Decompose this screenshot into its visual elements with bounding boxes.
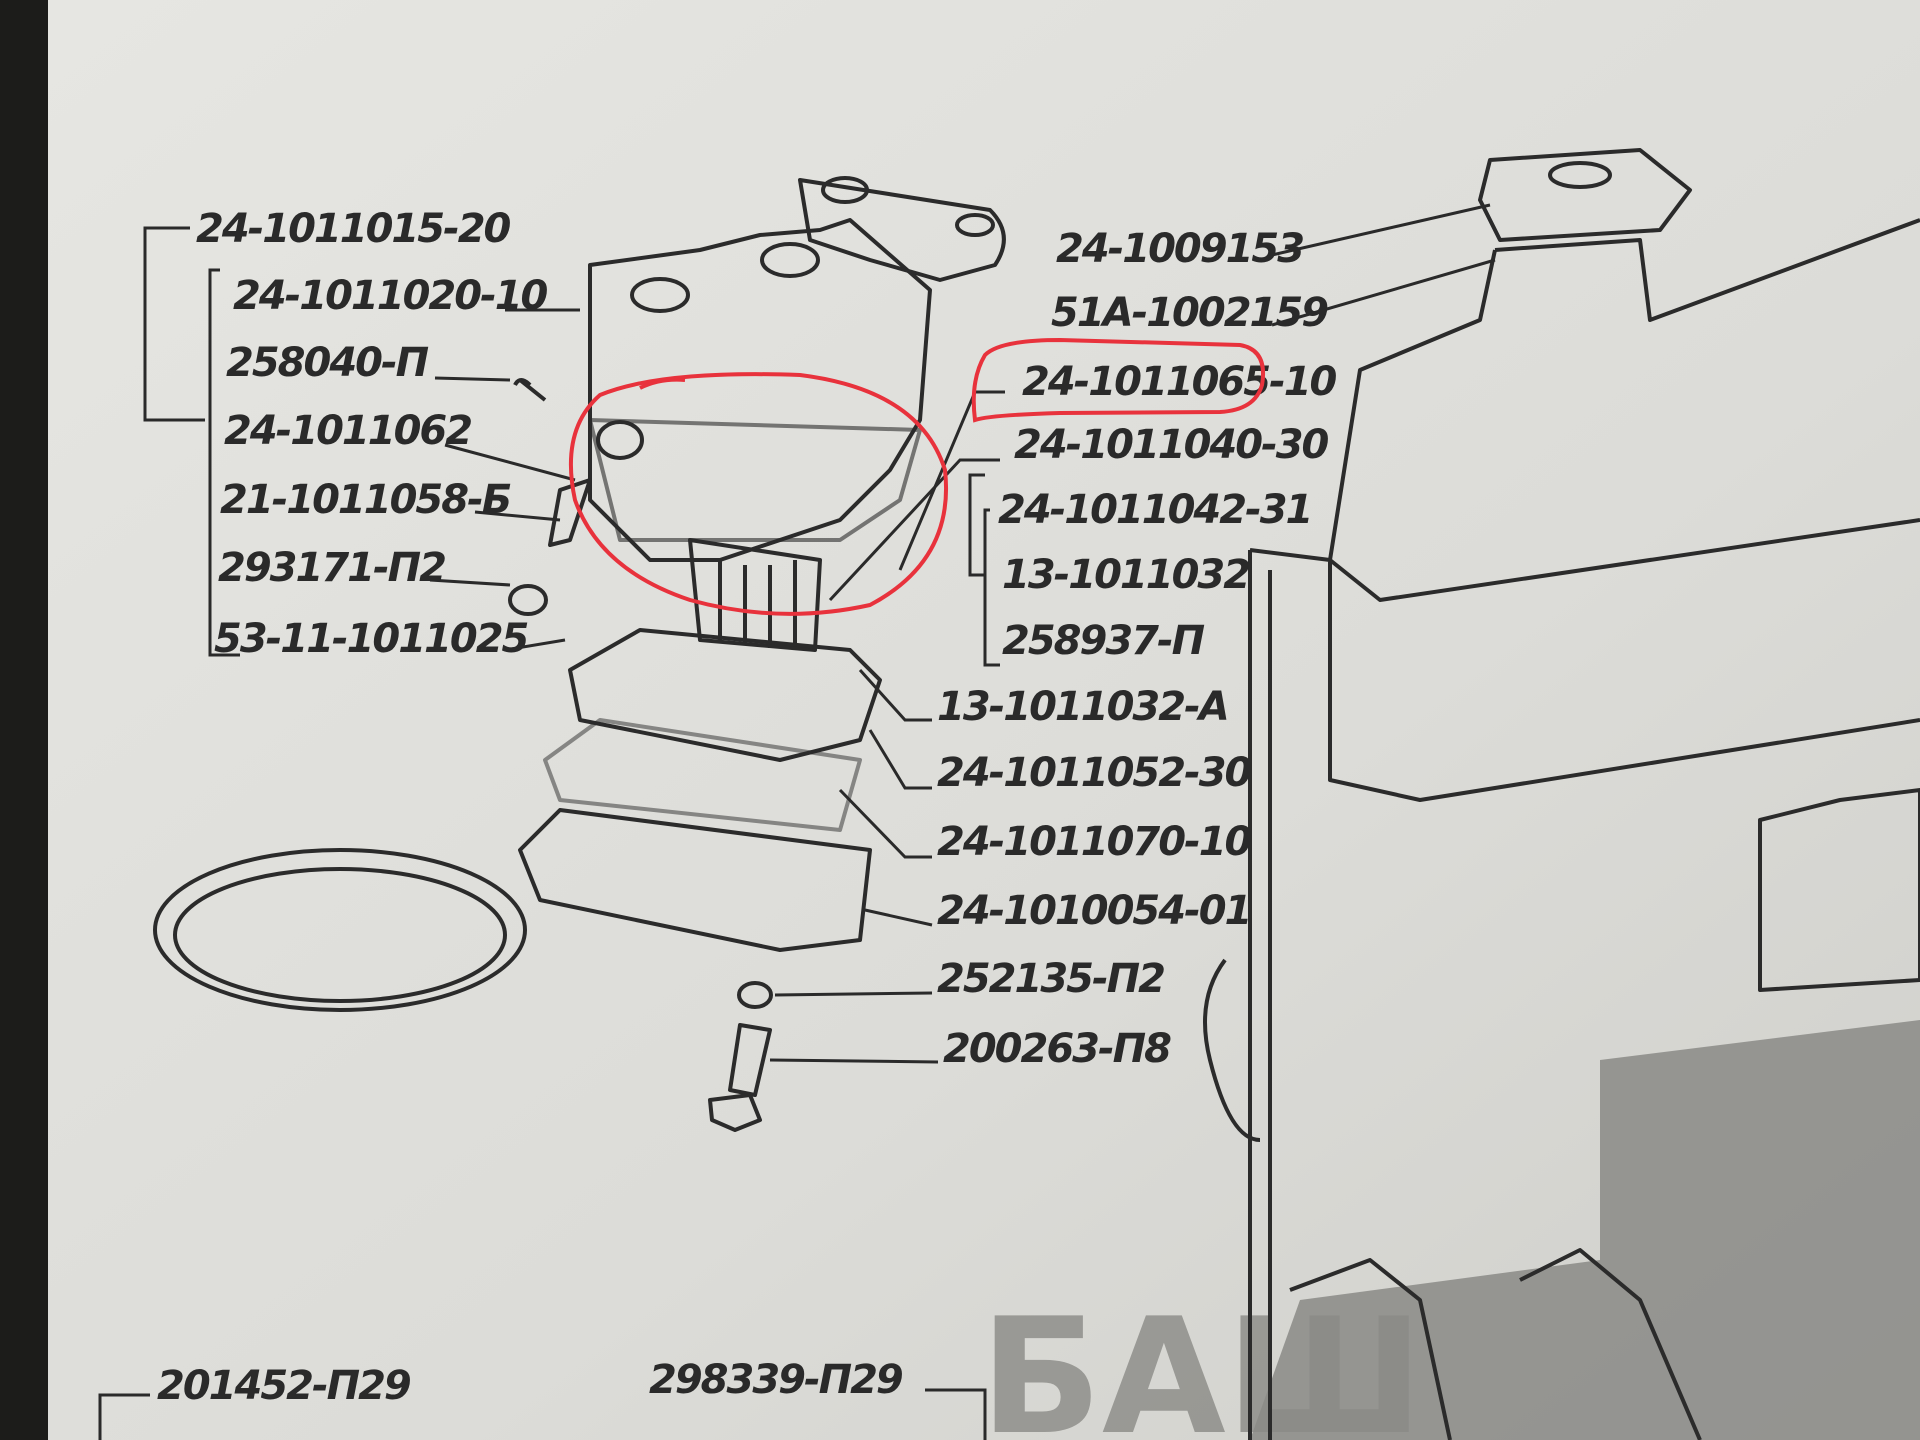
part-label: 258937-П [1002,618,1205,664]
part-label: 258040-П [226,340,429,386]
part-label: 24-1011052-30 [937,750,1252,796]
shadow-region [1250,1020,1920,1440]
part-label: 24-1011020-10 [233,273,548,319]
lower-labels: 13-1011032-А 24-1011052-30 24-1011070-10… [937,684,1254,1072]
part-label: 252135-П2 [937,956,1164,1002]
part-label: 51А-1002159 [1051,290,1328,336]
part-label: 298339-П29 [649,1357,903,1403]
part-label: 21-1011058-Б [220,477,511,523]
bottom-labels: 201452-П29 298339-П29 [157,1357,905,1409]
part-label: 293171-П2 [218,545,445,591]
part-label: 24-1011070-10 [937,819,1252,865]
left-labels: 24-1011015-20 24-1011020-10 258040-П 24-… [196,206,550,662]
right-labels: 24-1009153 51А-1002159 24-1011065-10 24-… [998,226,1339,664]
oil-pump-drawing [153,176,1006,1132]
watermark: БАШ [980,1283,1423,1440]
part-label: 53-11-1011025 [214,616,528,662]
highlighted-part-label: 24-1011065-10 [1022,359,1337,405]
red-annotations [568,337,1265,616]
part-label: 24-1009153 [1056,226,1303,272]
part-label: 24-1010054-01 [937,888,1250,934]
leader-lines [98,203,1496,1440]
part-label: 24-1011015-20 [196,206,511,252]
part-label: 24-1011062 [224,408,471,454]
part-label: 24-1011040-30 [1014,422,1329,468]
reservoir-drawing [1203,148,1920,1440]
part-label: 201452-П29 [157,1363,411,1409]
part-label: 13-1011032 [1002,552,1249,598]
highlight-ellipse-gasket [568,372,948,616]
part-label: 13-1011032-А [937,684,1228,730]
part-label: 200263-П8 [943,1026,1171,1072]
part-label: 24-1011042-31 [998,487,1311,533]
highlight-box-part-number [971,337,1265,423]
dark-edge [0,0,48,1440]
